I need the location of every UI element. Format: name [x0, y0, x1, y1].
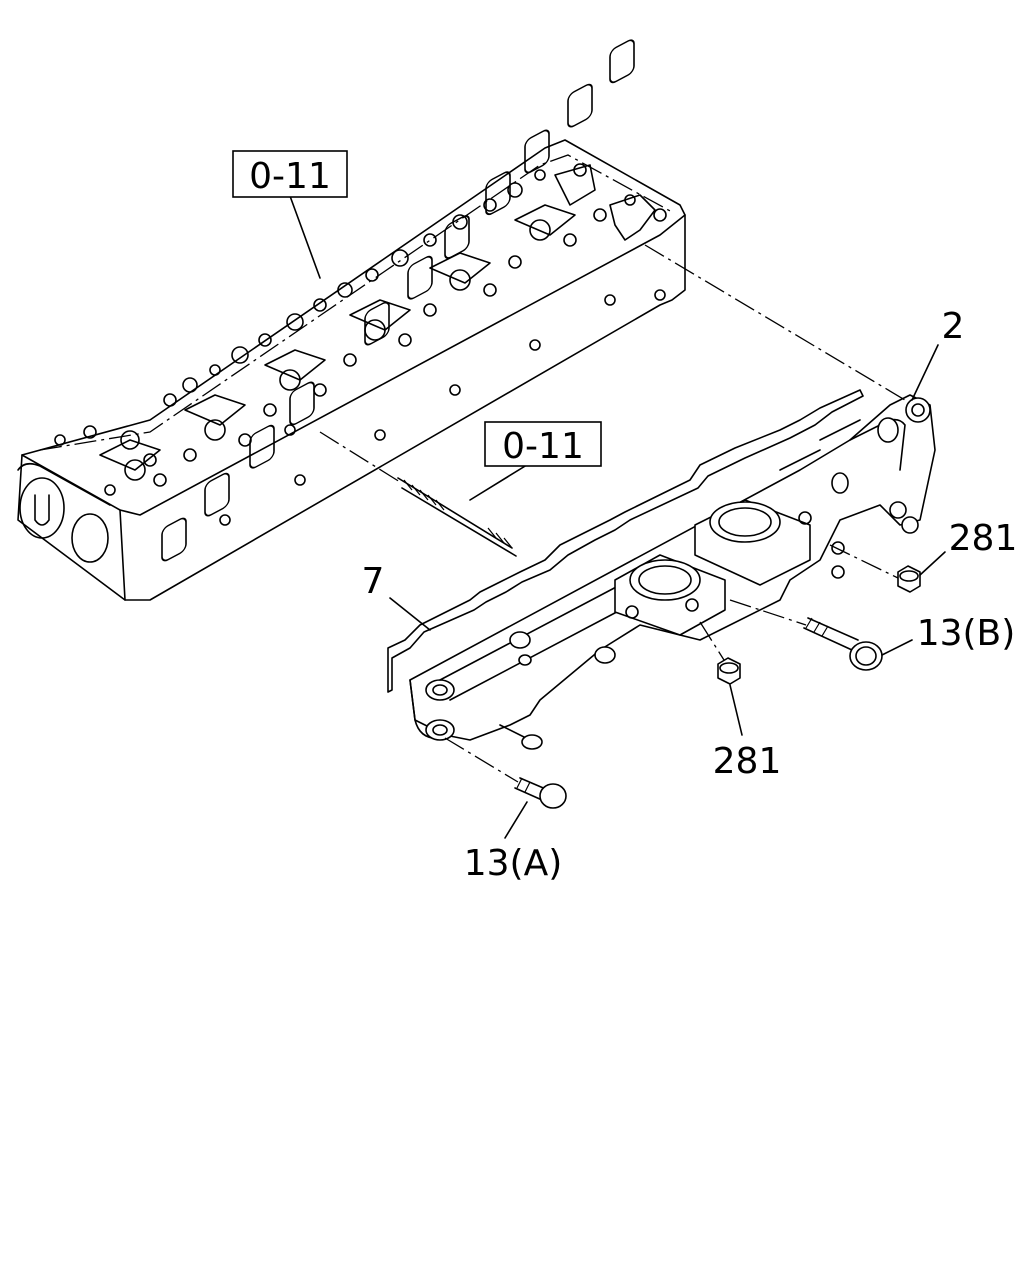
part-label-2: 2 — [942, 306, 965, 347]
part-label-13b: 13(B) — [917, 613, 1016, 654]
ref-label-mid: 0-11 — [502, 426, 584, 467]
manifold-gasket — [387, 389, 864, 693]
intake-manifold — [409, 394, 936, 750]
manifold-flange-left — [614, 554, 726, 636]
stud-bolt — [319, 431, 517, 557]
cylinder-head-pads — [99, 164, 656, 471]
ref-label-top: 0-11 — [249, 156, 331, 197]
ref-box-top — [232, 150, 348, 198]
nut-281-right — [897, 565, 921, 593]
bolt-13a — [514, 777, 567, 809]
part-label-13a: 13(A) — [464, 843, 563, 884]
manifold-flange-right — [694, 499, 845, 586]
bolt-13b — [803, 617, 883, 671]
cylinder-head-ports — [161, 39, 635, 562]
cylinder-head — [17, 39, 686, 601]
alignment-lines — [444, 244, 906, 783]
nut-281-bottom — [717, 657, 741, 685]
part-label-281-bottom: 281 — [713, 741, 782, 782]
ref-box-mid — [484, 421, 602, 467]
cylinder-head-holes — [54, 163, 667, 526]
part-label-7: 7 — [362, 561, 385, 602]
part-label-281-right: 281 — [949, 518, 1018, 559]
